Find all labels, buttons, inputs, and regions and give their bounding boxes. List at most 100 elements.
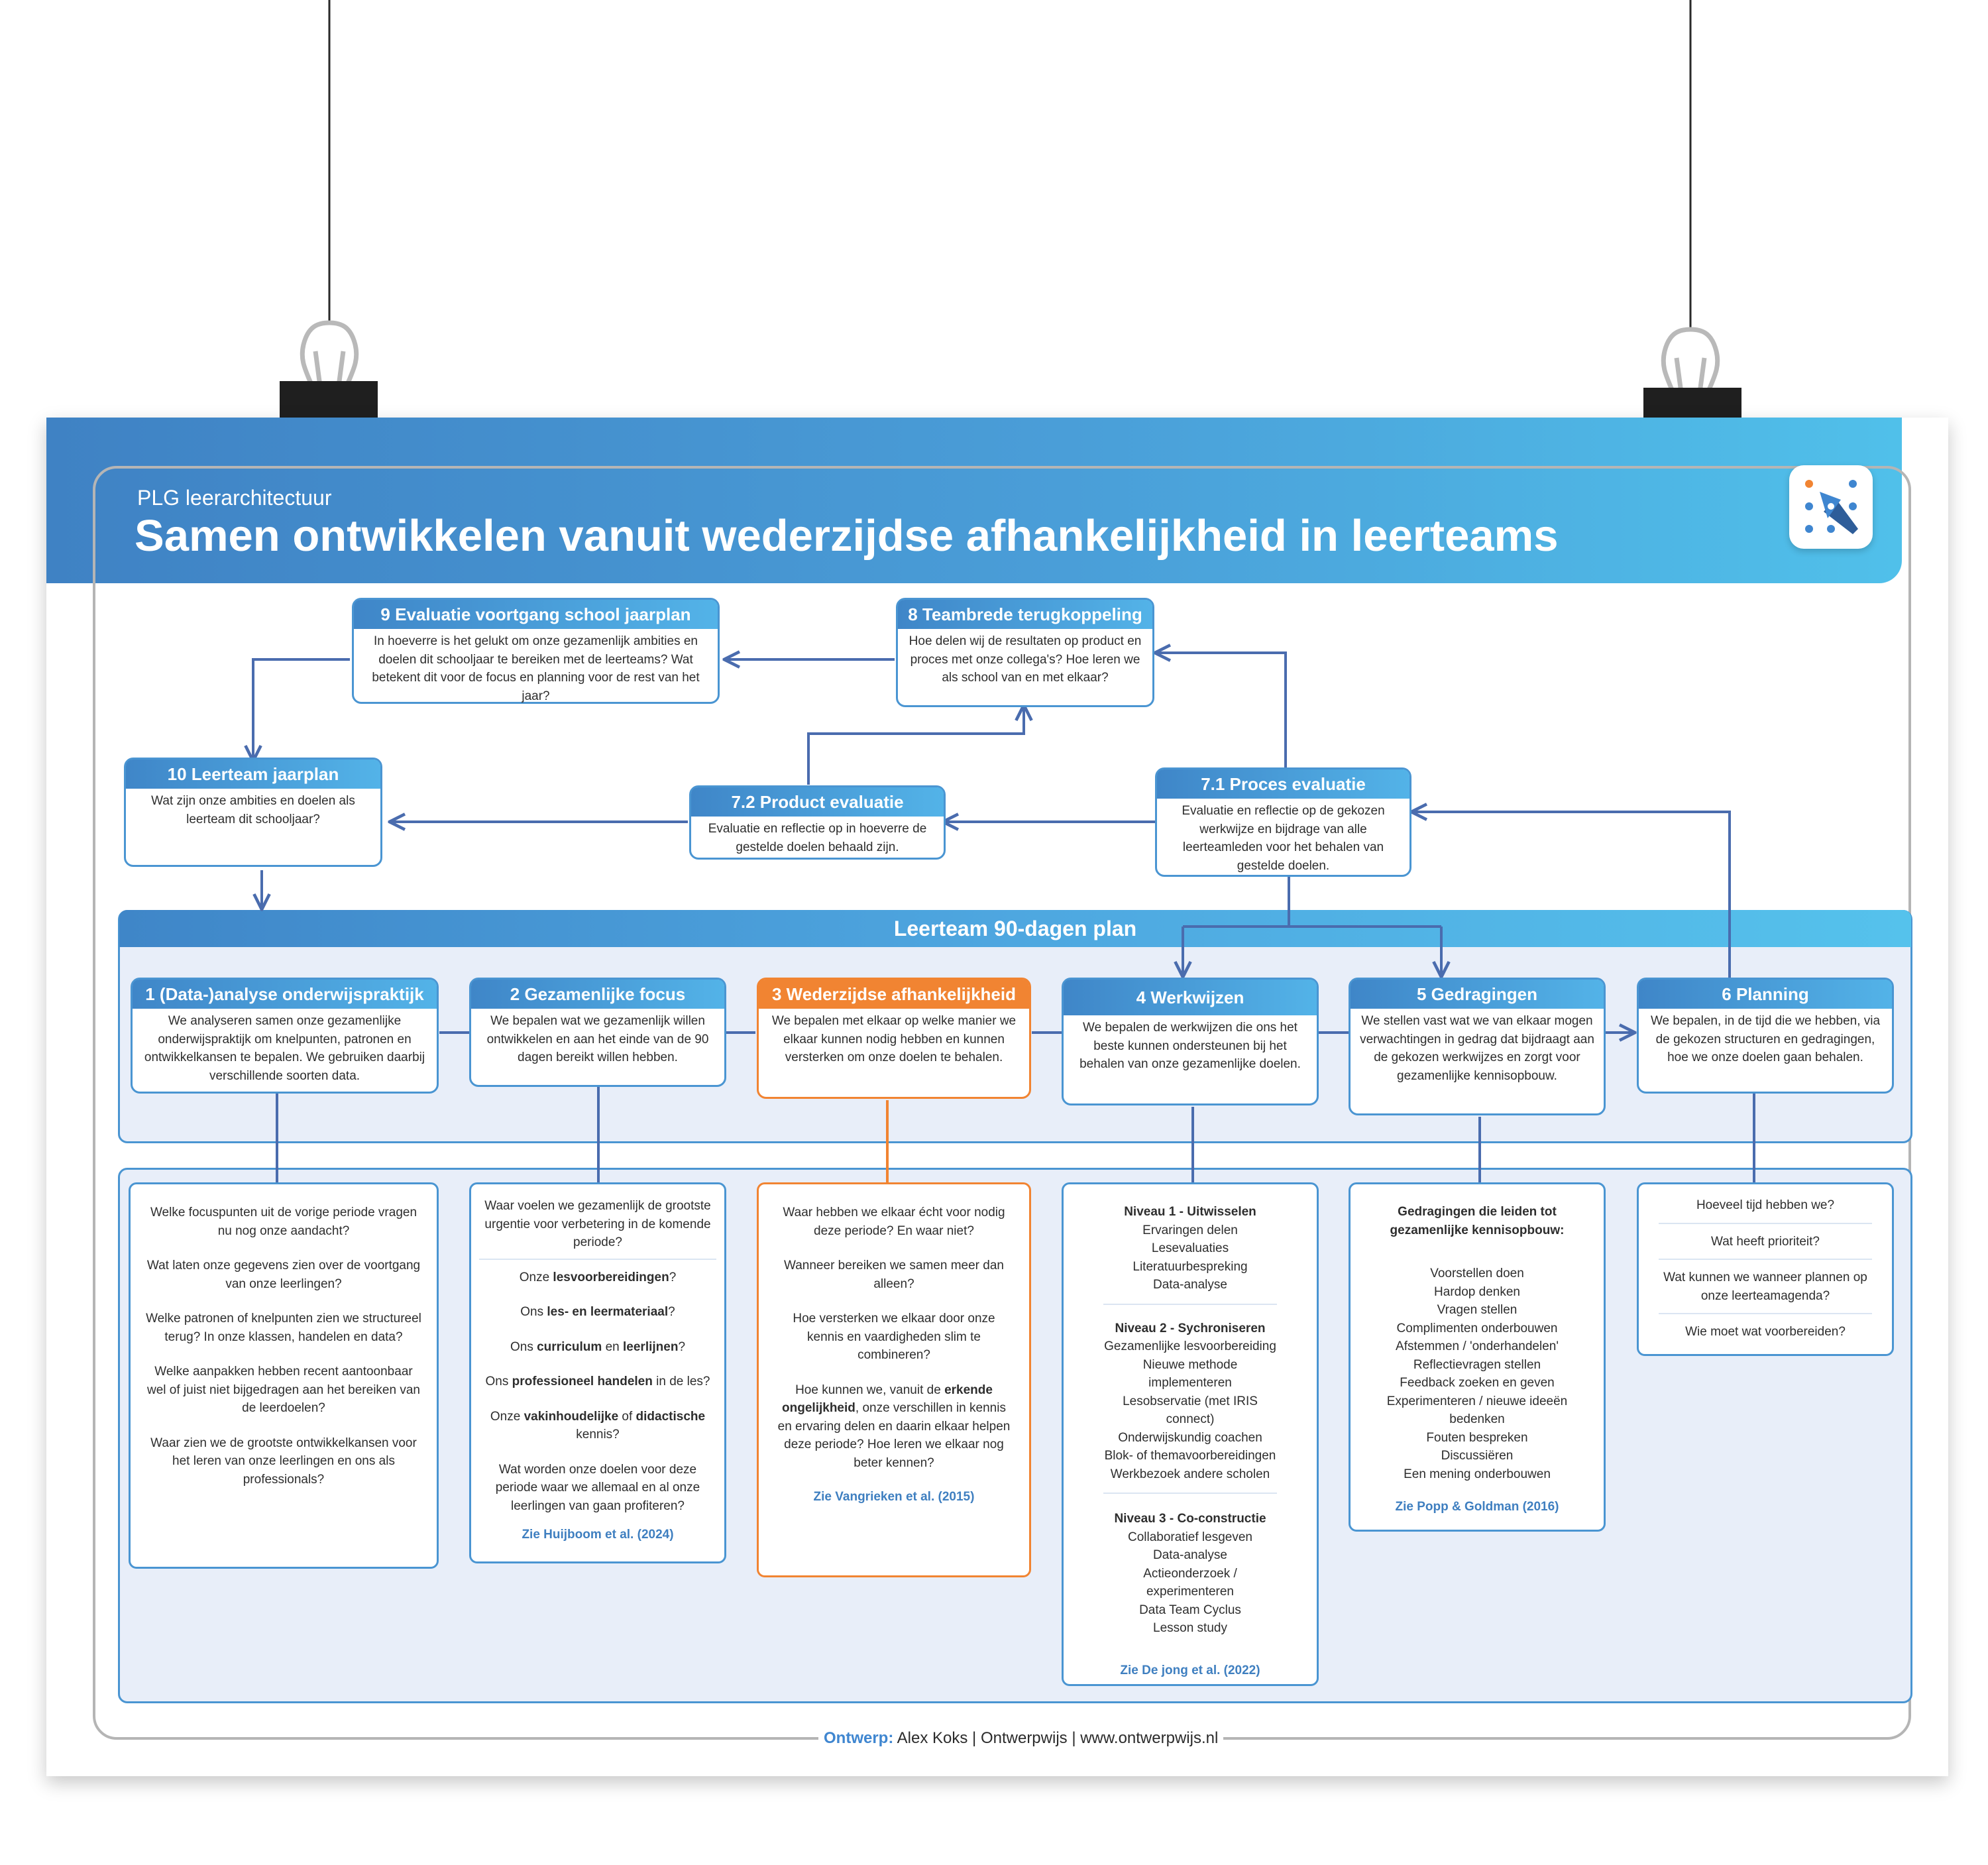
questions-6: Hoeveel tijd hebben we? Wat heeft priori… [1637, 1182, 1894, 1356]
box-8-title: 8 Teambrede terugkoppeling [898, 600, 1152, 629]
q3-item: Wanneer bereiken we samen meer dan allee… [784, 1259, 1004, 1291]
arrow-9-to-10 [253, 658, 350, 760]
questions-2: Waar voelen we gezamenlijk de grootste u… [469, 1182, 726, 1563]
q4-level-item: Literatuurbespreking [1132, 1259, 1248, 1274]
step-2-gezamenlijke-focus: 2 Gezamenlijke focus We bepalen wat we g… [469, 978, 726, 1087]
step-3-text: We bepalen met elkaar op welke manier we… [771, 1014, 1017, 1064]
q4-level-item: Data-analyse [1153, 1278, 1227, 1292]
box-10-text: Wat zijn onze ambities en doelen als lee… [151, 794, 355, 826]
q5-item: Afstemmen / 'onderhandelen' [1396, 1339, 1559, 1353]
q4-level-2-title: Niveau 2 - Sychroniseren [1115, 1321, 1266, 1335]
footer-text: Alex Koks | Ontwerpwijs | www.ontwerpwij… [897, 1729, 1219, 1747]
pen-nib-icon [1789, 465, 1873, 549]
q1-item: Wat laten onze gegevens zien over de voo… [146, 1259, 421, 1291]
step-6-planning: 6 Planning We bepalen, in de tijd die we… [1637, 978, 1894, 1094]
q6-item: Wie moet wat voorbereiden? [1659, 1313, 1872, 1349]
footer-label: Ontwerp: [824, 1729, 894, 1747]
box-10-leerteam-jaarplan: 10 Leerteam jaarplan Wat zijn onze ambit… [124, 758, 382, 867]
q5-item: Een mening onderbouwen [1404, 1467, 1551, 1481]
step-6-title: 6 Planning [1639, 980, 1892, 1009]
q4-level-3-title: Niveau 3 - Co-constructie [1114, 1512, 1266, 1526]
q2-item: Onze vakinhoudelijke of didactische kenn… [490, 1409, 706, 1442]
header-band [46, 418, 1902, 583]
q5-item: Vragen stellen [1437, 1303, 1518, 1317]
step-2-text: We bepalen wat we gezamenlijk willen ont… [486, 1014, 709, 1064]
footer-credit: Ontwerp: Alex Koks | Ontwerpwijs | www.o… [818, 1726, 1224, 1750]
box-7-1-title: 7.1 Proces evaluatie [1157, 769, 1409, 799]
q5-item: Hardop denken [1434, 1284, 1520, 1299]
q5-item: Complimenten onderbouwen [1396, 1321, 1558, 1335]
q5-item: Reflectievragen stellen [1413, 1357, 1541, 1372]
questions-3: Waar hebben we elkaar écht voor nodig de… [757, 1182, 1031, 1577]
box-7-1-text: Evaluatie en reflectie op de gekozen wer… [1182, 804, 1385, 873]
q4-level-item: Lesson study [1153, 1621, 1227, 1635]
box-7-2-product-evaluatie: 7.2 Product evaluatie Evaluatie en refle… [689, 785, 946, 860]
q2-intro: Waar voelen we gezamenlijk de grootste u… [479, 1188, 716, 1260]
box-9-evaluatie-school-jaarplan: 9 Evaluatie voortgang school jaarplan In… [352, 598, 720, 704]
q4-level-item: Blok- of themavoorbereidingen [1104, 1449, 1276, 1463]
box-10-title: 10 Leerteam jaarplan [126, 760, 380, 789]
step-1-title: 1 (Data-)analyse onderwijspraktijk [133, 980, 437, 1009]
box-8-text: Hoe delen wij de resultaten op product e… [909, 634, 1142, 685]
q4-level-item: Data-analyse [1153, 1548, 1227, 1562]
q4-level-item: Actieonderzoek / experimenteren [1143, 1566, 1237, 1599]
step-5-gedragingen: 5 Gedragingen We stellen vast wat we van… [1349, 978, 1606, 1115]
q2-item: Ons curriculum en leerlijnen? [510, 1339, 686, 1354]
q3-reference: Zie Vangrieken et al. (2015) [813, 1490, 975, 1504]
box-7-1-proces-evaluatie: 7.1 Proces evaluatie Evaluatie en reflec… [1155, 767, 1411, 877]
step-3-title: 3 Wederzijdse afhankelijkheid [759, 980, 1029, 1009]
q1-item: Welke aanpakken hebben recent aantoonbaa… [147, 1365, 420, 1415]
arrow-6-to-71 [1413, 812, 1731, 978]
q3-item: Waar hebben we elkaar écht voor nodig de… [783, 1206, 1005, 1238]
step-1-data-analyse: 1 (Data-)analyse onderwijspraktijk We an… [131, 978, 439, 1094]
q1-item: Waar zien we de grootste ontwikkelkansen… [150, 1436, 417, 1487]
q5-title: Gedragingen die leiden tot gezamenlijke … [1390, 1205, 1565, 1237]
q6-item: Wat heeft prioriteit? [1659, 1222, 1872, 1259]
q1-item: Welke patronen of knelpunten zien we str… [146, 1312, 421, 1344]
questions-5: Gedragingen die leiden tot gezamenlijke … [1349, 1182, 1606, 1532]
poster-subtitle: PLG leerarchitectuur [137, 486, 332, 510]
q5-item: Experimenteren / nieuwe ideeën bedenken [1386, 1394, 1568, 1427]
q5-item: Voorstellen doen [1430, 1267, 1524, 1280]
step-2-title: 2 Gezamenlijke focus [471, 980, 724, 1009]
poster-title: Samen ontwikkelen vanuit wederzijdse afh… [135, 511, 1559, 561]
box-9-title: 9 Evaluatie voortgang school jaarplan [354, 600, 718, 629]
q5-item: Fouten bespreken [1426, 1430, 1528, 1445]
step-4-text: We bepalen de werkwijzen die ons het bes… [1079, 1021, 1301, 1071]
box-8-teambrede-terugkoppeling: 8 Teambrede terugkoppeling Hoe delen wij… [896, 598, 1154, 707]
arrow-71-to-8 [1156, 653, 1287, 769]
q4-level-item: Onderwijskundig coachen [1118, 1430, 1262, 1445]
q4-level-3: Niveau 3 - Co-constructie Collaboratief … [1103, 1493, 1277, 1647]
q4-level-item: Lesobservatie (met IRIS connect) [1123, 1394, 1258, 1427]
box-7-2-text: Evaluatie en reflectie op in hoeverre de… [708, 822, 927, 854]
q5-item: Feedback zoeken en geven [1400, 1376, 1555, 1390]
q4-level-item: Lesevaluaties [1151, 1241, 1229, 1255]
step-4-werkwijzen: 4 Werkwijzen We bepalen de werkwijzen di… [1062, 978, 1319, 1105]
q4-reference: Zie De jong et al. (2022) [1120, 1663, 1260, 1677]
q2-reference: Zie Huijboom et al. (2024) [522, 1528, 674, 1542]
plan-title: Leerteam 90-dagen plan [119, 910, 1911, 947]
questions-4: Niveau 1 - Uitwisselen Ervaringen delen … [1062, 1182, 1319, 1686]
questions-1: Welke focuspunten uit de vorige periode … [129, 1182, 439, 1569]
q5-item: Discussiëren [1441, 1449, 1514, 1463]
q4-level-item: Werkbezoek andere scholen [1110, 1467, 1270, 1481]
step-6-text: We bepalen, in de tijd die we hebben, vi… [1650, 1014, 1881, 1064]
q5-reference: Zie Popp & Goldman (2016) [1395, 1500, 1559, 1514]
step-5-title: 5 Gedragingen [1351, 980, 1604, 1009]
q2-item: Onze lesvoorbereidingen? [519, 1270, 677, 1284]
q4-level-item: Ervaringen delen [1142, 1223, 1238, 1237]
q4-level-2: Niveau 2 - Sychroniseren Gezamenlijke le… [1103, 1303, 1277, 1493]
q4-level-item: Data Team Cyclus [1139, 1603, 1241, 1617]
q1-item: Welke focuspunten uit de vorige periode … [150, 1206, 417, 1238]
step-3-wederzijdse-afhankelijkheid: 3 Wederzijdse afhankelijkheid We bepalen… [757, 978, 1031, 1099]
q3-item: Hoe versterken we elkaar door onze kenni… [793, 1312, 995, 1362]
q6-item: Hoeveel tijd hebben we? [1696, 1198, 1835, 1212]
q4-level-item: Nieuwe methode implementeren [1142, 1357, 1238, 1390]
q2-item: Ons les- en leermateriaal? [520, 1305, 675, 1319]
step-4-title: 4 Werkwijzen [1064, 980, 1317, 1015]
box-7-2-title: 7.2 Product evaluatie [691, 787, 944, 817]
q3-item: Hoe kunnen we, vanuit de erkende ongelij… [777, 1383, 1011, 1470]
box-9-text: In hoeverre is het gelukt om onze gezame… [372, 634, 700, 703]
q4-level-1-title: Niveau 1 - Uitwisselen [1124, 1205, 1256, 1219]
step-1-text: We analyseren samen onze gezamenlijke on… [144, 1014, 425, 1083]
